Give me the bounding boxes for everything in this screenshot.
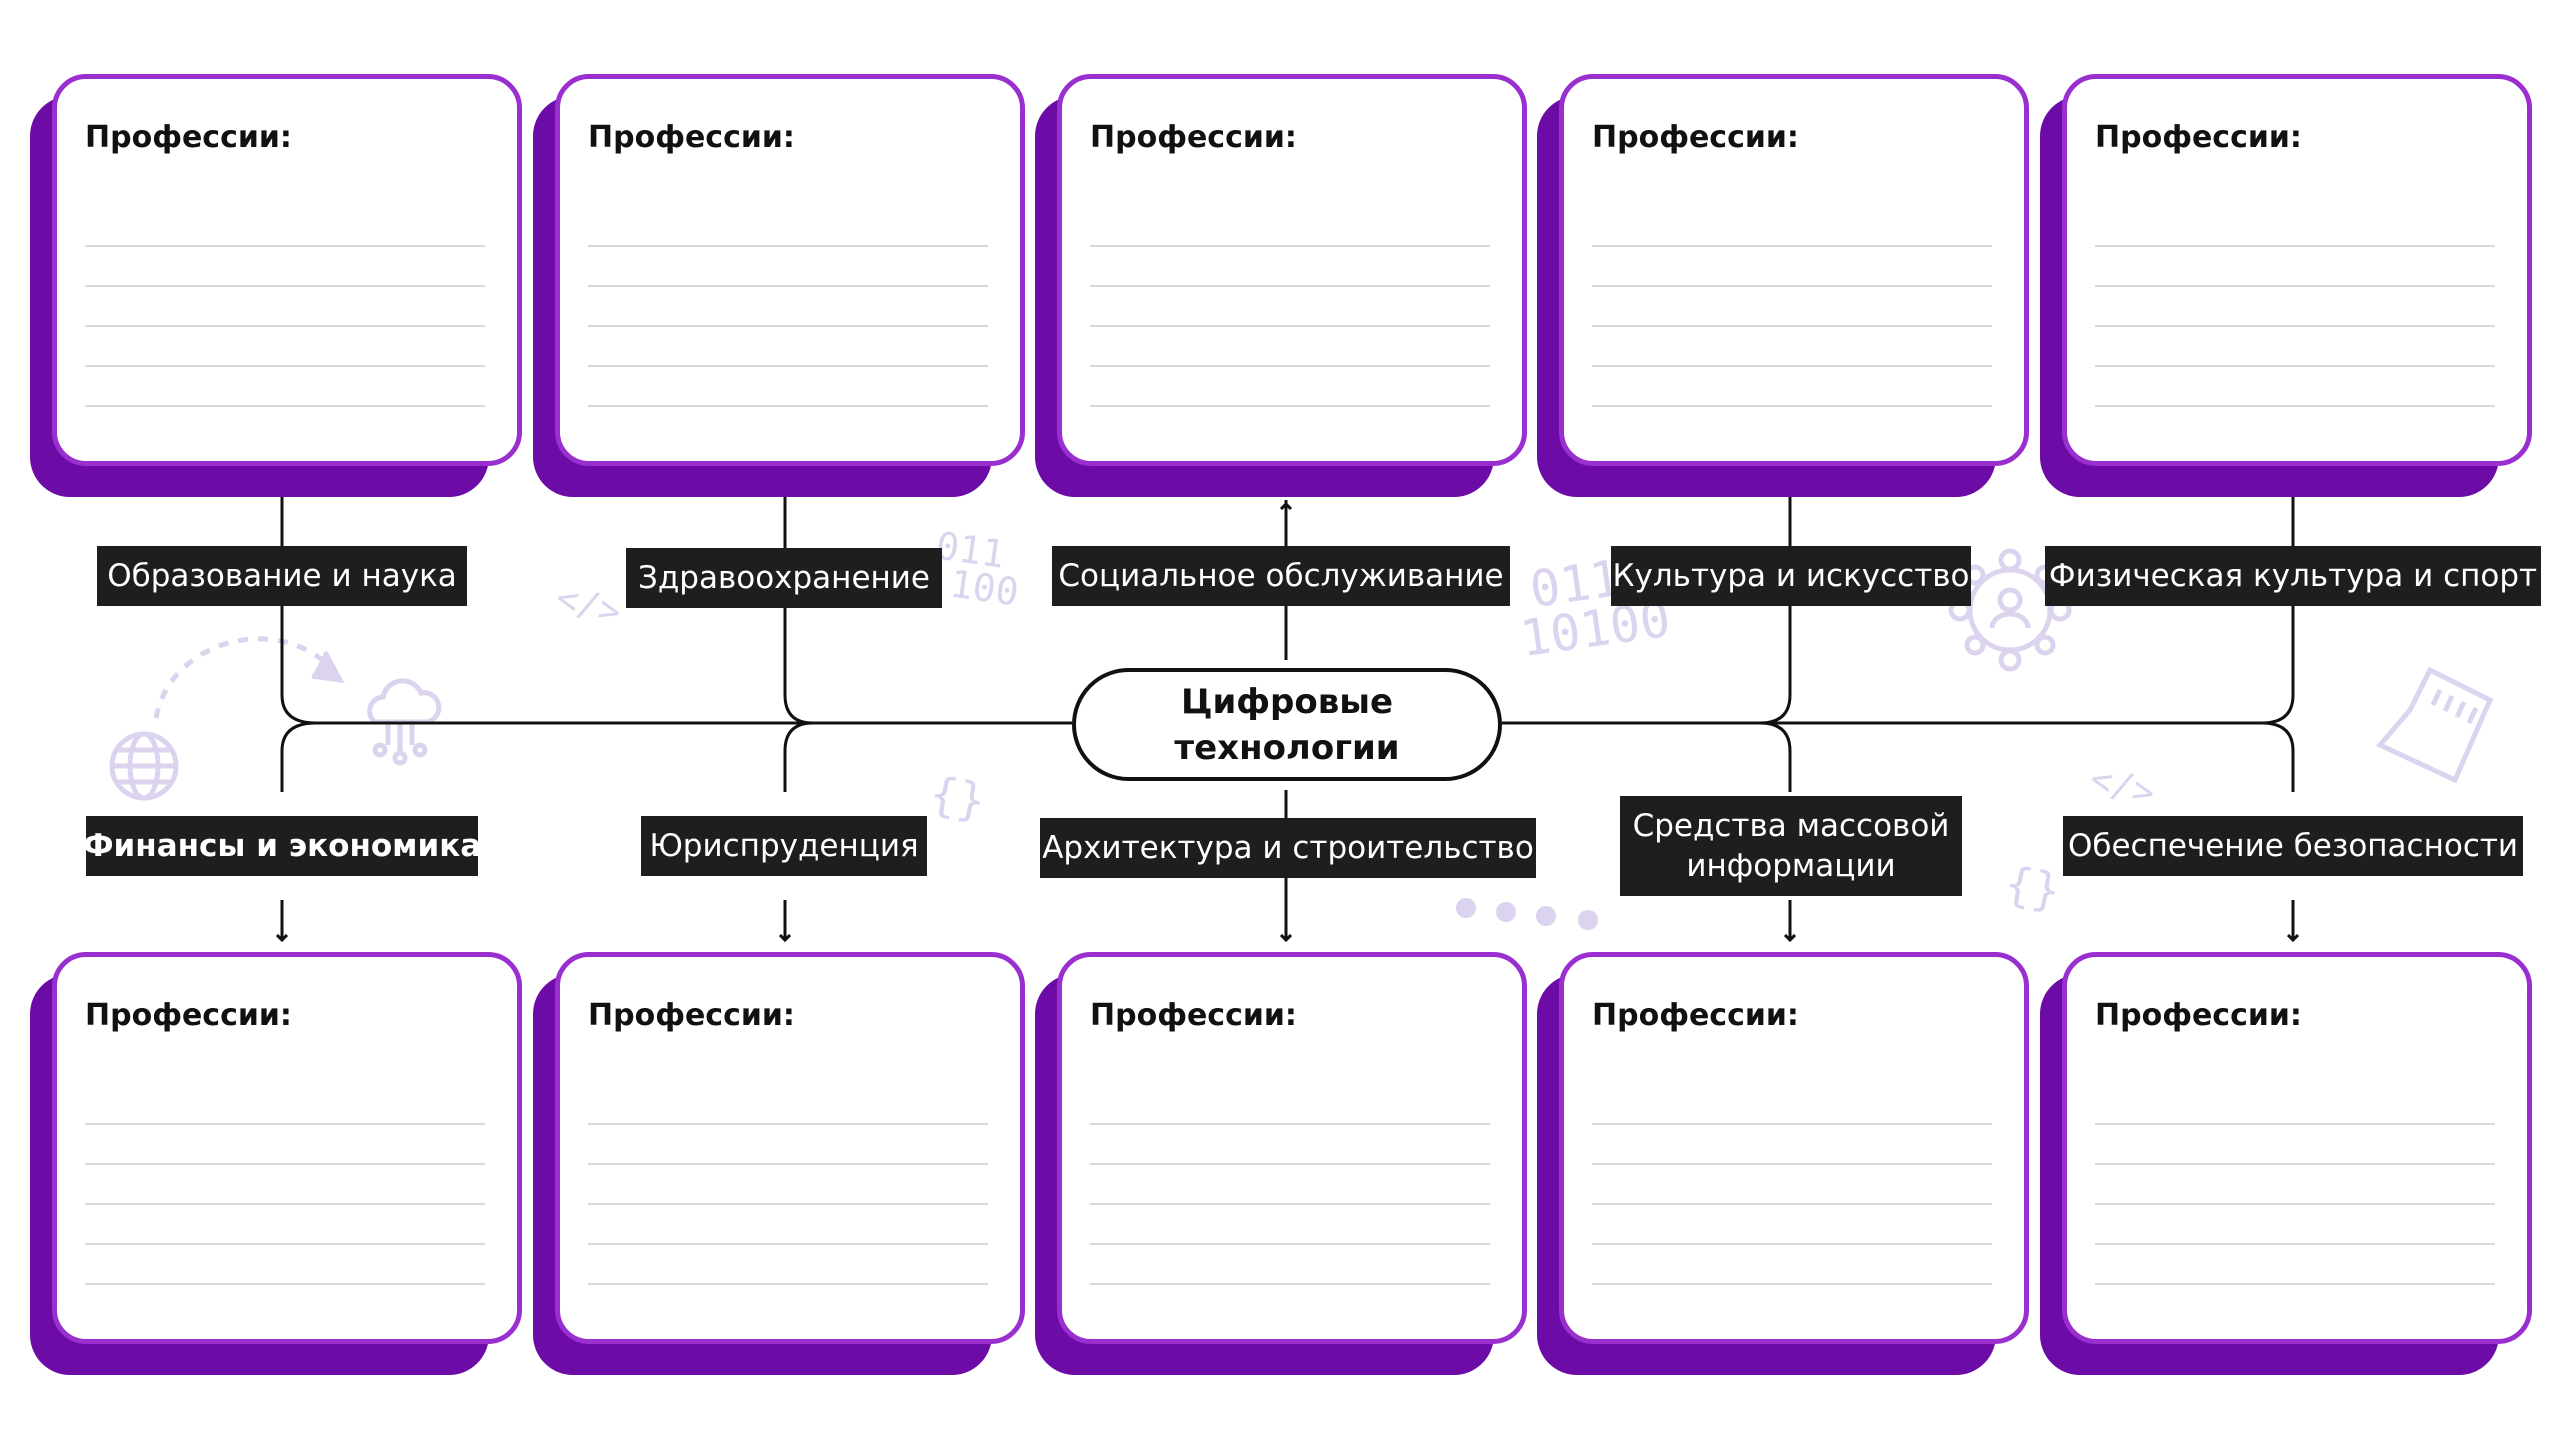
profession-card-bottom-3[interactable]: Профессии:: [1057, 952, 1527, 1344]
branch-label-architecture: Архитектура и строительство: [1040, 818, 1536, 878]
card-title: Профессии:: [1592, 998, 1799, 1033]
card-title: Профессии:: [85, 120, 292, 155]
branch-label-healthcare: Здравоохранение: [626, 548, 942, 608]
dots-decoration: [1456, 898, 1598, 930]
center-node: Цифровые технологии: [1072, 668, 1502, 781]
profession-card-top-4[interactable]: Профессии:: [1559, 74, 2029, 466]
profession-card-top-1[interactable]: Профессии:: [52, 74, 522, 466]
branch-label-finance: Финансы и экономика: [83, 816, 481, 876]
cloud-network-icon: [367, 678, 442, 766]
branch-label-security: Обеспечение безопасности: [2063, 816, 2523, 876]
profession-card-top-2[interactable]: Профессии:: [555, 74, 1025, 466]
dashed-arrow-icon: [153, 636, 337, 719]
profession-card-bottom-1[interactable]: Профессии:: [52, 952, 522, 1344]
branch-label-sport: Физическая культура и спорт: [2045, 546, 2541, 606]
sd-card-icon: [2375, 666, 2494, 784]
branch-label-media: Средства массовой информации: [1620, 796, 1962, 896]
card-title: Профессии:: [588, 998, 795, 1033]
globe-icon: [109, 731, 179, 801]
card-title: Профессии:: [85, 998, 292, 1033]
profession-card-top-5[interactable]: Профессии:: [2062, 74, 2532, 466]
card-title: Профессии:: [2095, 120, 2302, 155]
profession-card-bottom-5[interactable]: Профессии:: [2062, 952, 2532, 1344]
branch-label-law: Юриспруденция: [641, 816, 927, 876]
profession-card-bottom-2[interactable]: Профессии:: [555, 952, 1025, 1344]
branch-label-social-service: Социальное обслуживание: [1052, 546, 1510, 606]
card-title: Профессии:: [2095, 998, 2302, 1033]
card-title: Профессии:: [588, 120, 795, 155]
arrow-head-icon: [311, 650, 345, 684]
card-title: Профессии:: [1090, 998, 1297, 1033]
profession-card-bottom-4[interactable]: Профессии:: [1559, 952, 2029, 1344]
card-title: Профессии:: [1090, 120, 1297, 155]
card-title: Профессии:: [1592, 120, 1799, 155]
branch-label-culture: Культура и искусство: [1611, 546, 1971, 606]
branch-label-education: Образование и наука: [97, 546, 467, 606]
profession-card-top-3[interactable]: Профессии:: [1057, 74, 1527, 466]
